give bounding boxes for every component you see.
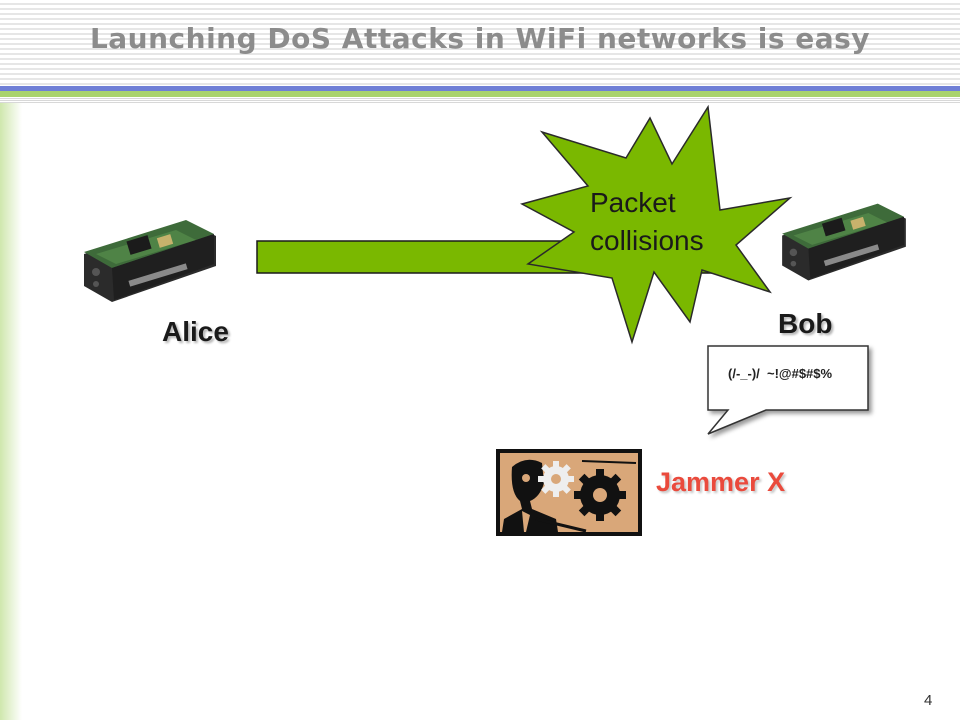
alice-device-image [84,220,216,302]
collision-text-line1: Packet [590,187,676,218]
collision-burst [519,104,793,345]
left-edge-gradient [0,103,22,720]
page-number: 4 [924,692,933,709]
jammer-image [496,449,642,536]
speech-bubble [707,345,869,435]
alice-label: Alice [162,316,229,347]
title-rule-gray [0,97,960,103]
title-rule-blue [0,86,960,91]
slide-title: Launching DoS Attacks in WiFi networks i… [89,22,871,55]
collision-text: Packet collisions [590,184,730,260]
title-band [0,0,960,86]
speech-bubble-text: (/-_-)/ ~!@#$#$% [728,366,833,381]
collision-text-line2: collisions [590,225,704,256]
jammer-label: Jammer X [656,467,786,497]
title-rule-green [0,91,960,97]
bob-device-image [782,203,906,281]
bob-label: Bob [778,308,833,339]
